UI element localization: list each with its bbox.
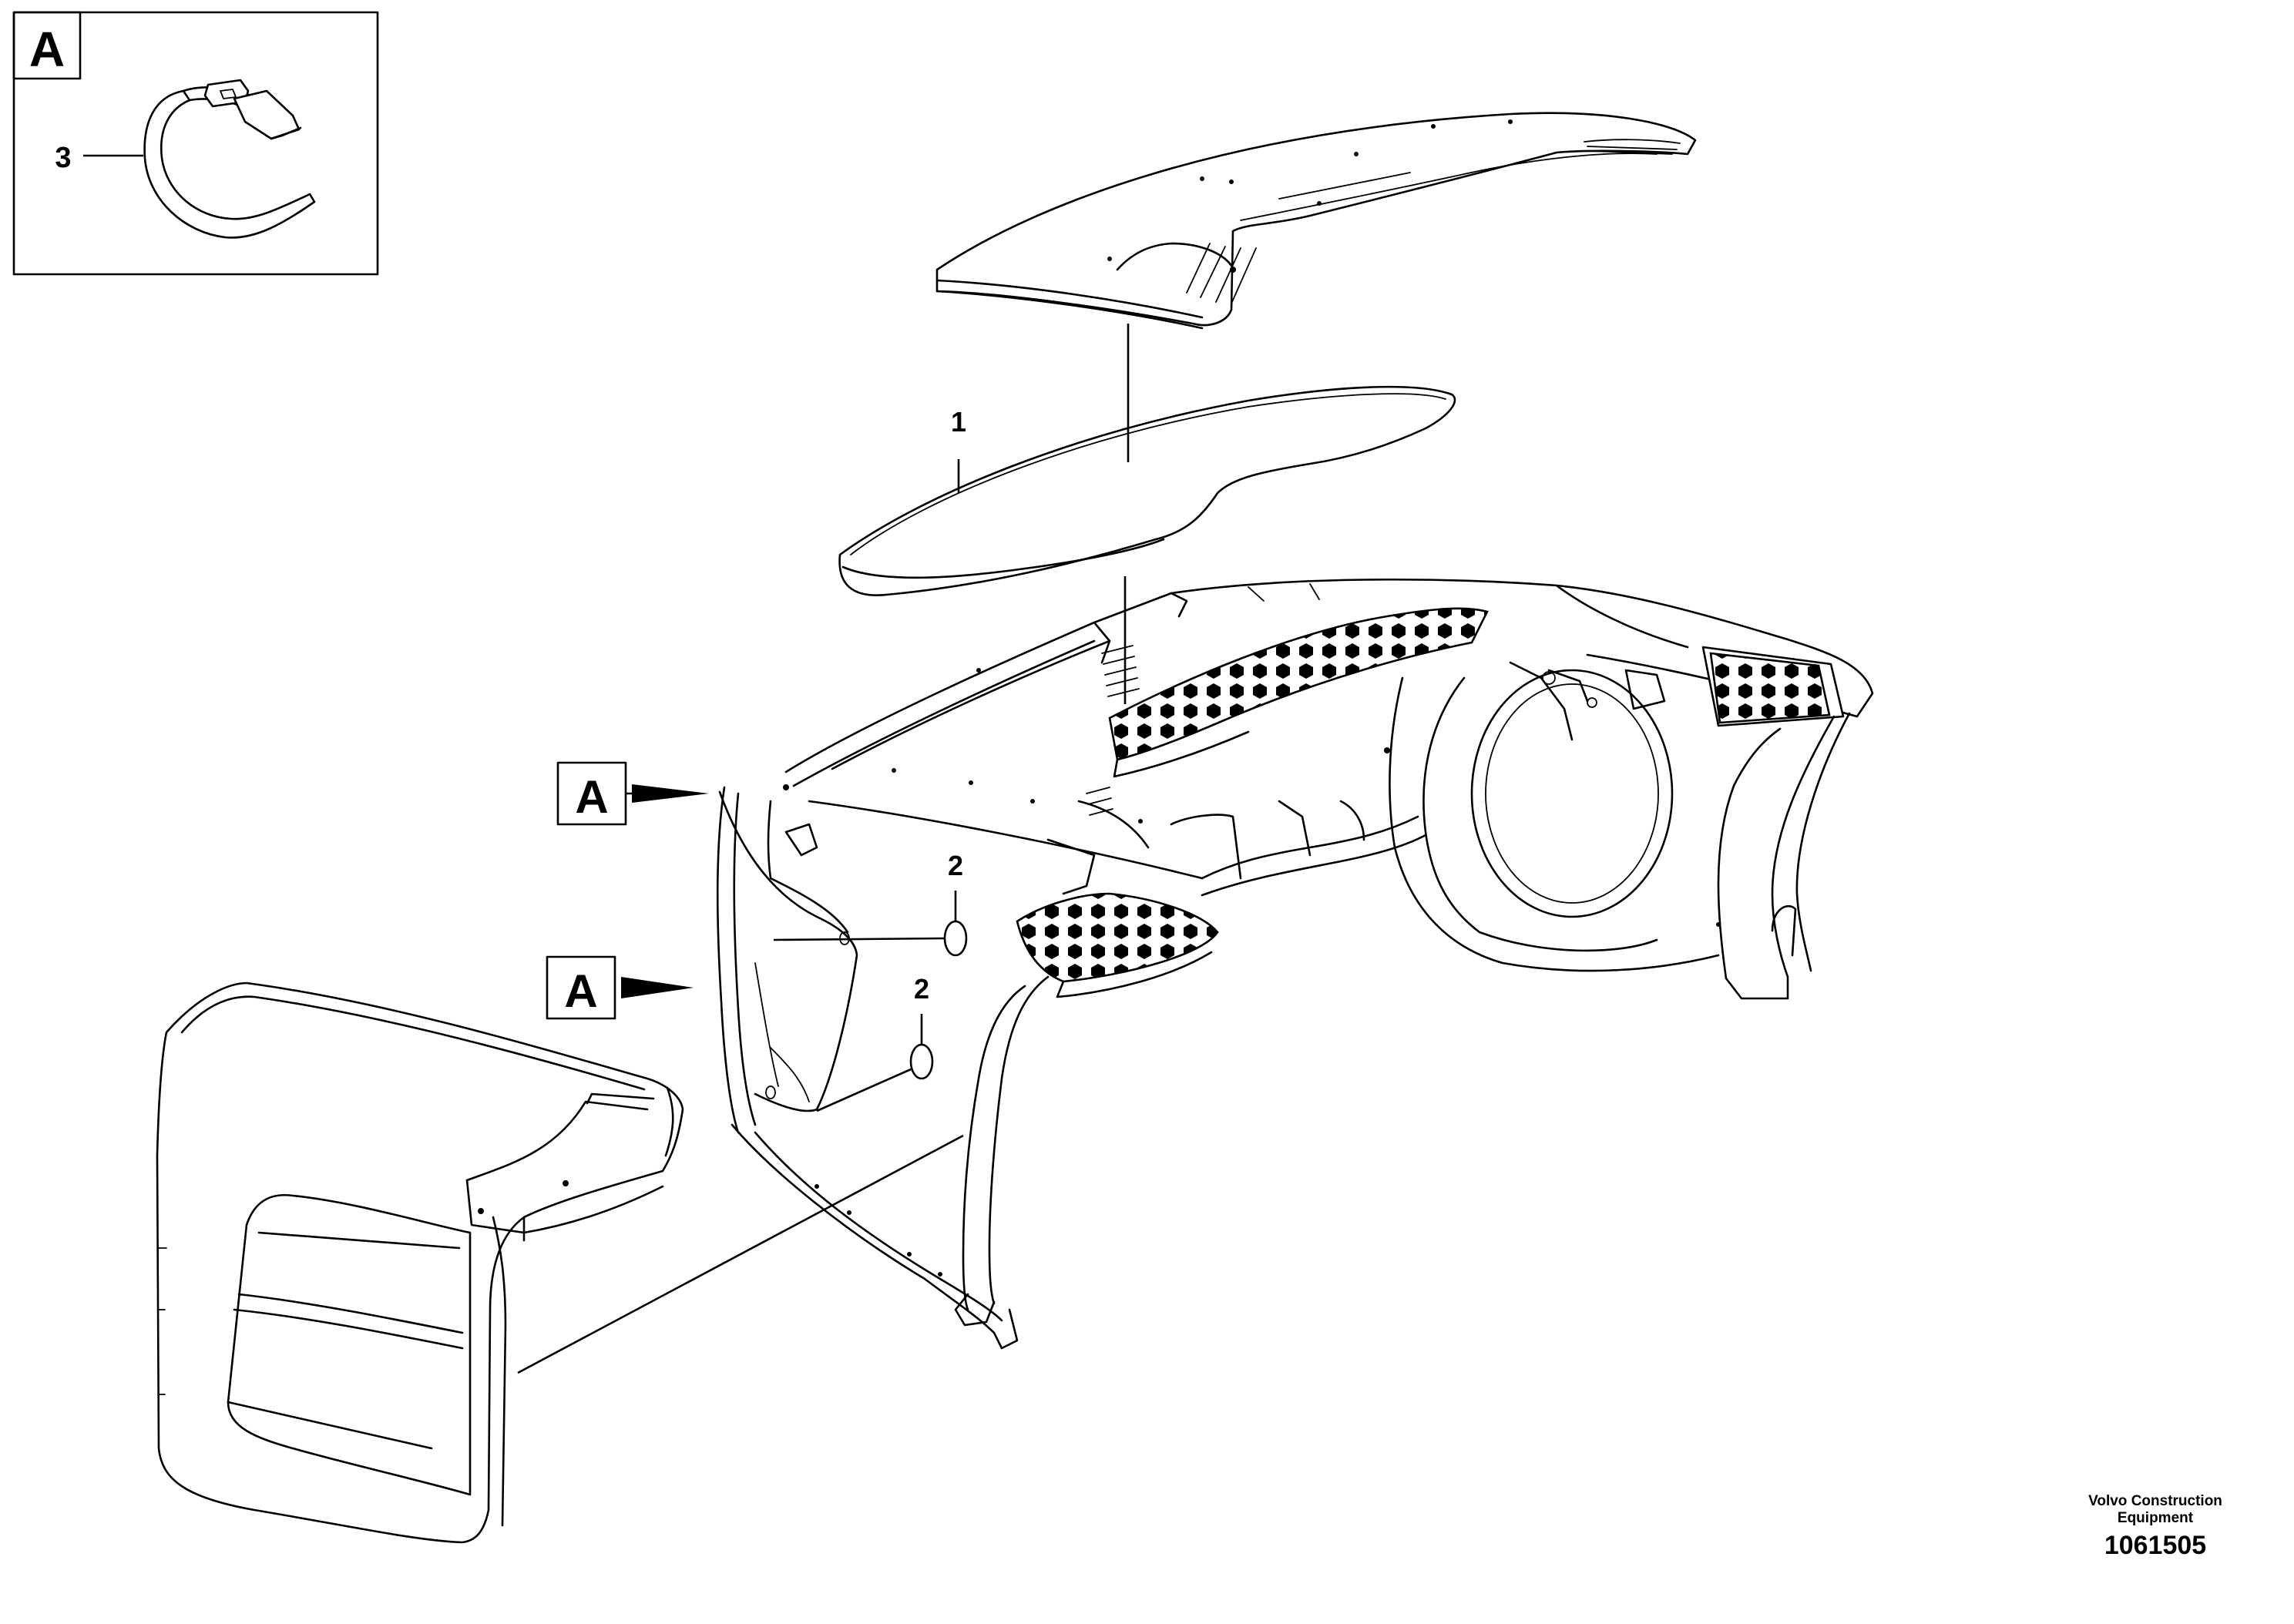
svg-text:A: A xyxy=(564,965,597,1017)
grommet-upper xyxy=(943,920,968,957)
upper-step-plate xyxy=(1108,607,1489,778)
lower-step-plate xyxy=(1016,892,1219,998)
grommet-lower xyxy=(909,1043,934,1080)
cab-frame xyxy=(716,578,1874,1350)
cable-tie-part xyxy=(143,79,316,239)
callout-2-upper-label: 2 xyxy=(948,850,963,881)
detail-ref-upper: A xyxy=(556,761,709,826)
drawing-credit: Volvo Construction Equipment 1061505 xyxy=(2063,1493,2248,1561)
detail-ref-lower: A xyxy=(546,955,694,1020)
front-panel-leader xyxy=(517,1134,964,1374)
roof-panel xyxy=(935,112,1697,330)
company-name-line2: Equipment xyxy=(2117,1510,2194,1526)
detail-inset-a: A 3 xyxy=(12,11,379,276)
roof-insulation-mat xyxy=(838,385,1456,596)
callout-3-label: 3 xyxy=(55,142,71,174)
right-step-plate xyxy=(1709,652,1831,724)
grommet-lower-leader xyxy=(816,1068,912,1112)
callout-2-lower-label: 2 xyxy=(914,973,929,1005)
svg-text:A: A xyxy=(575,771,608,823)
grommet-upper-leader xyxy=(773,937,945,941)
company-name-line1: Volvo Construction xyxy=(2088,1493,2222,1509)
drawing-number: 1061505 xyxy=(2104,1531,2207,1560)
inset-letter: A xyxy=(29,22,65,77)
callout-1-label: 1 xyxy=(951,406,966,438)
front-lower-panel xyxy=(156,981,684,1544)
